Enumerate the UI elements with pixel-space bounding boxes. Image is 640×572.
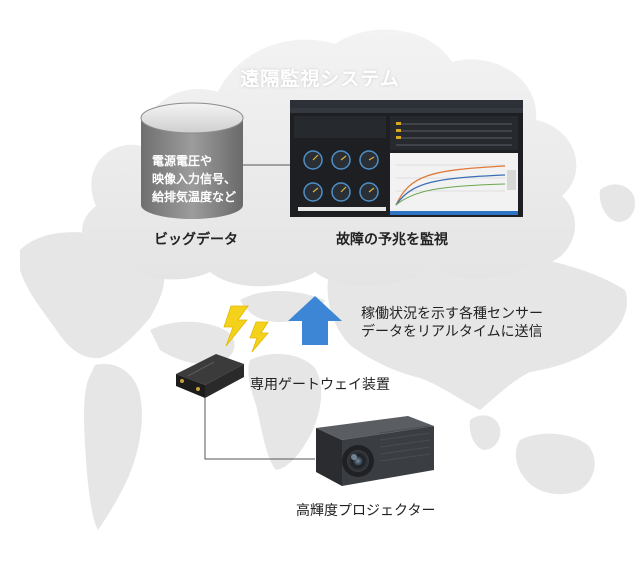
- gateway-device: [176, 354, 244, 398]
- world-map: [20, 184, 636, 530]
- transmission-line: データをリアルタイムに送信: [361, 324, 543, 340]
- database-description: 電源電圧や 映像入力信号、 給排気温度など: [152, 152, 236, 206]
- big-data-caption: ビッグデータ: [154, 232, 238, 248]
- transmission-description: 稼働状況を示す各種センサー データをリアルタイムに送信: [361, 305, 543, 341]
- monitoring-caption: 故障の予兆を監視: [336, 232, 448, 248]
- database-cylinder: [140, 102, 244, 219]
- database-line: 電源電圧や: [152, 154, 213, 168]
- wireless-lightning-icon: [223, 305, 269, 353]
- monitoring-dashboard: [290, 100, 523, 217]
- projector-label: 高輝度プロジェクター: [296, 503, 436, 519]
- database-line: 給排気温度など: [152, 190, 237, 204]
- transmission-line: 稼働状況を示す各種センサー: [361, 306, 543, 322]
- projector-device: [316, 416, 434, 486]
- database-line: 映像入力信号、: [152, 172, 237, 186]
- upload-arrow: [288, 296, 342, 345]
- cable-line: [204, 398, 315, 460]
- gateway-label: 専用ゲートウェイ装置: [250, 377, 390, 393]
- cloud-title: 遠隔監視システム: [240, 68, 400, 90]
